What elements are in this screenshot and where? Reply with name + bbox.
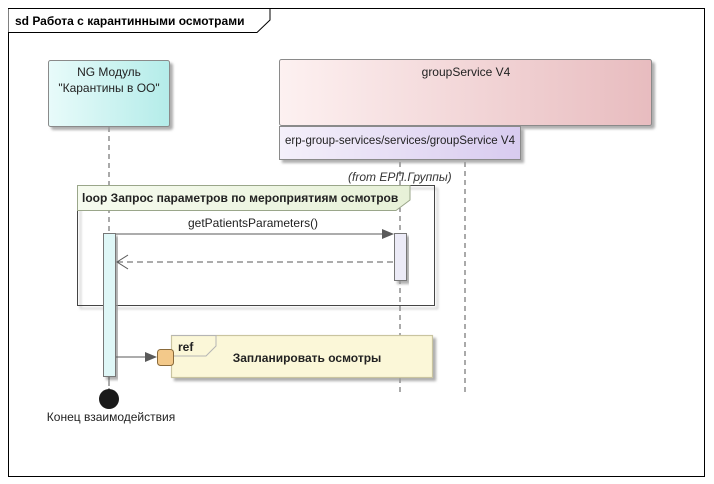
group-service-namespace: (from ЕРП.Группы) [348, 170, 452, 184]
terminal-label: Конец взаимодействия [47, 410, 175, 424]
frame-label: sd Работа с карантинными осмотрами [15, 14, 244, 28]
ng-module-name-line1: NG Модуль [77, 65, 141, 79]
loop-keyword: loop [82, 191, 107, 205]
ng-module-name-line2: "Карантины в ОО" [58, 81, 159, 95]
loop-fragment-label: loop Запрос параметров по мероприятиям о… [82, 191, 398, 205]
ref-gate [157, 349, 174, 366]
group-service-head[interactable] [279, 59, 652, 126]
return-message-arrowhead [116, 254, 129, 270]
group-service-path-box [279, 126, 521, 160]
loop-condition: Запрос параметров по мероприятиям осмотр… [111, 191, 399, 205]
terminal-node [99, 389, 119, 409]
group-service-name: groupService V4 [422, 65, 511, 79]
call-message-label: getPatientsParameters() [188, 216, 318, 230]
ref-fragment[interactable] [170, 334, 434, 379]
ng-module-activation [103, 233, 116, 377]
ref-label: Запланировать осмотры [233, 351, 382, 365]
ng-module-head[interactable] [48, 60, 170, 127]
loop-fragment-header [77, 185, 411, 211]
group-service-path: erp-group-services/services/groupService… [285, 133, 515, 147]
ref-fragment-header [171, 335, 217, 357]
group-service-activation [394, 233, 407, 281]
ref-keyword: ref [178, 340, 194, 354]
frame-label-tab [8, 8, 271, 33]
